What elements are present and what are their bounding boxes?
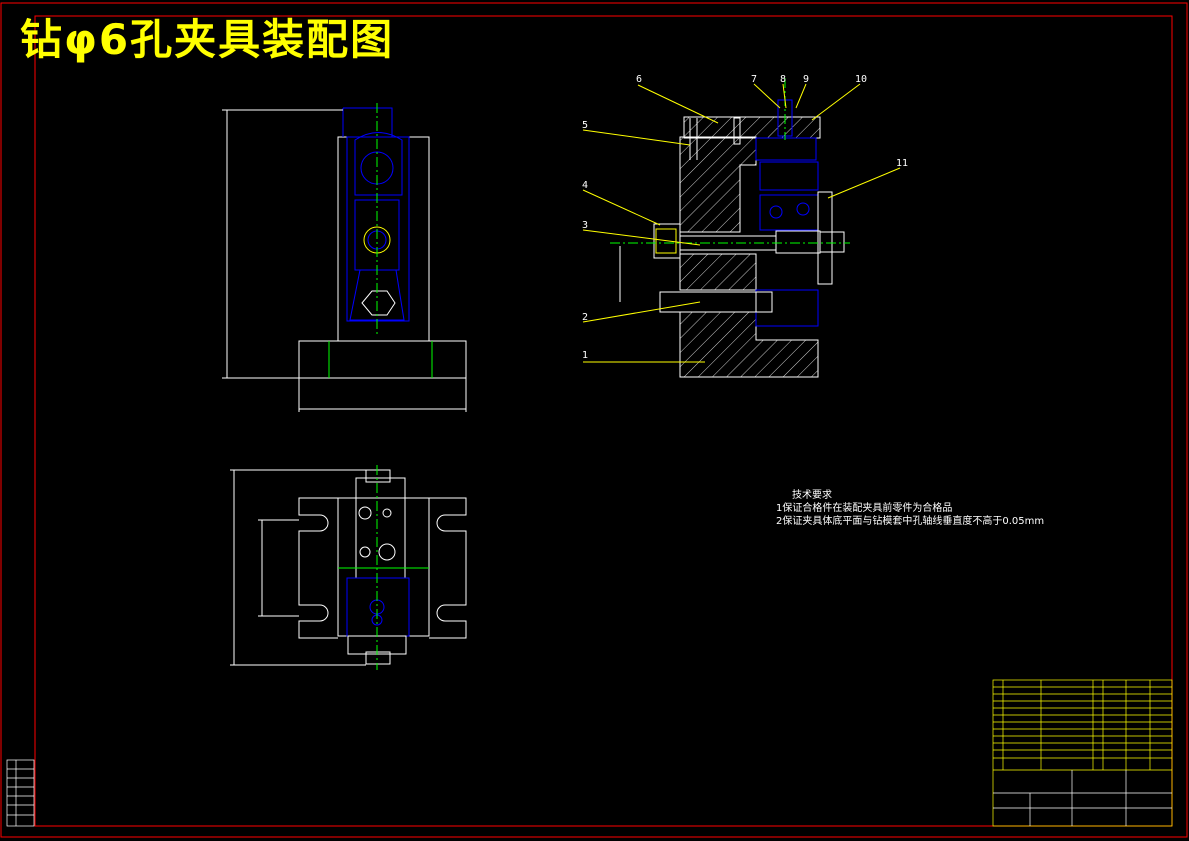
callout-leaders <box>582 83 901 363</box>
callout-2: 2 <box>582 312 588 323</box>
technical-requirements: 技术要求 1保证合格件在装配夹具前零件为合格品 2保证夹具体底平面与钻模套中孔轴… <box>776 489 1044 528</box>
top-view-body <box>337 497 430 637</box>
callout-9: 9 <box>803 74 809 85</box>
section-view <box>610 78 850 378</box>
tech-requirements-heading: 技术要求 <box>792 490 832 501</box>
callout-8: 8 <box>780 74 786 85</box>
callout-6: 6 <box>636 74 642 85</box>
tech-requirement-2: 2保证夹具体底平面与钻模套中孔轴线垂直度不高于0.05mm <box>776 516 1045 527</box>
callout-7: 7 <box>751 74 757 85</box>
callout-4: 4 <box>582 180 588 191</box>
callout-1: 1 <box>582 350 588 361</box>
tech-requirement-1: 1保证合格件在装配夹具前零件为合格品 <box>776 503 953 514</box>
callout-3: 3 <box>582 220 588 231</box>
section-body-hatched <box>679 136 757 233</box>
front-view-base <box>298 340 467 379</box>
callout-11: 11 <box>896 158 908 169</box>
callout-numbers: 1 2 3 4 5 6 7 8 9 10 11 <box>582 74 908 361</box>
sheet-inner-border <box>34 15 1173 827</box>
front-view <box>222 103 467 412</box>
drawing-title: 钻φ6孔夹具装配图 <box>20 15 395 64</box>
title-block <box>992 679 1173 827</box>
top-view <box>230 465 467 670</box>
callout-10: 10 <box>855 74 867 85</box>
margin-table <box>6 759 35 827</box>
callout-5: 5 <box>582 120 588 131</box>
